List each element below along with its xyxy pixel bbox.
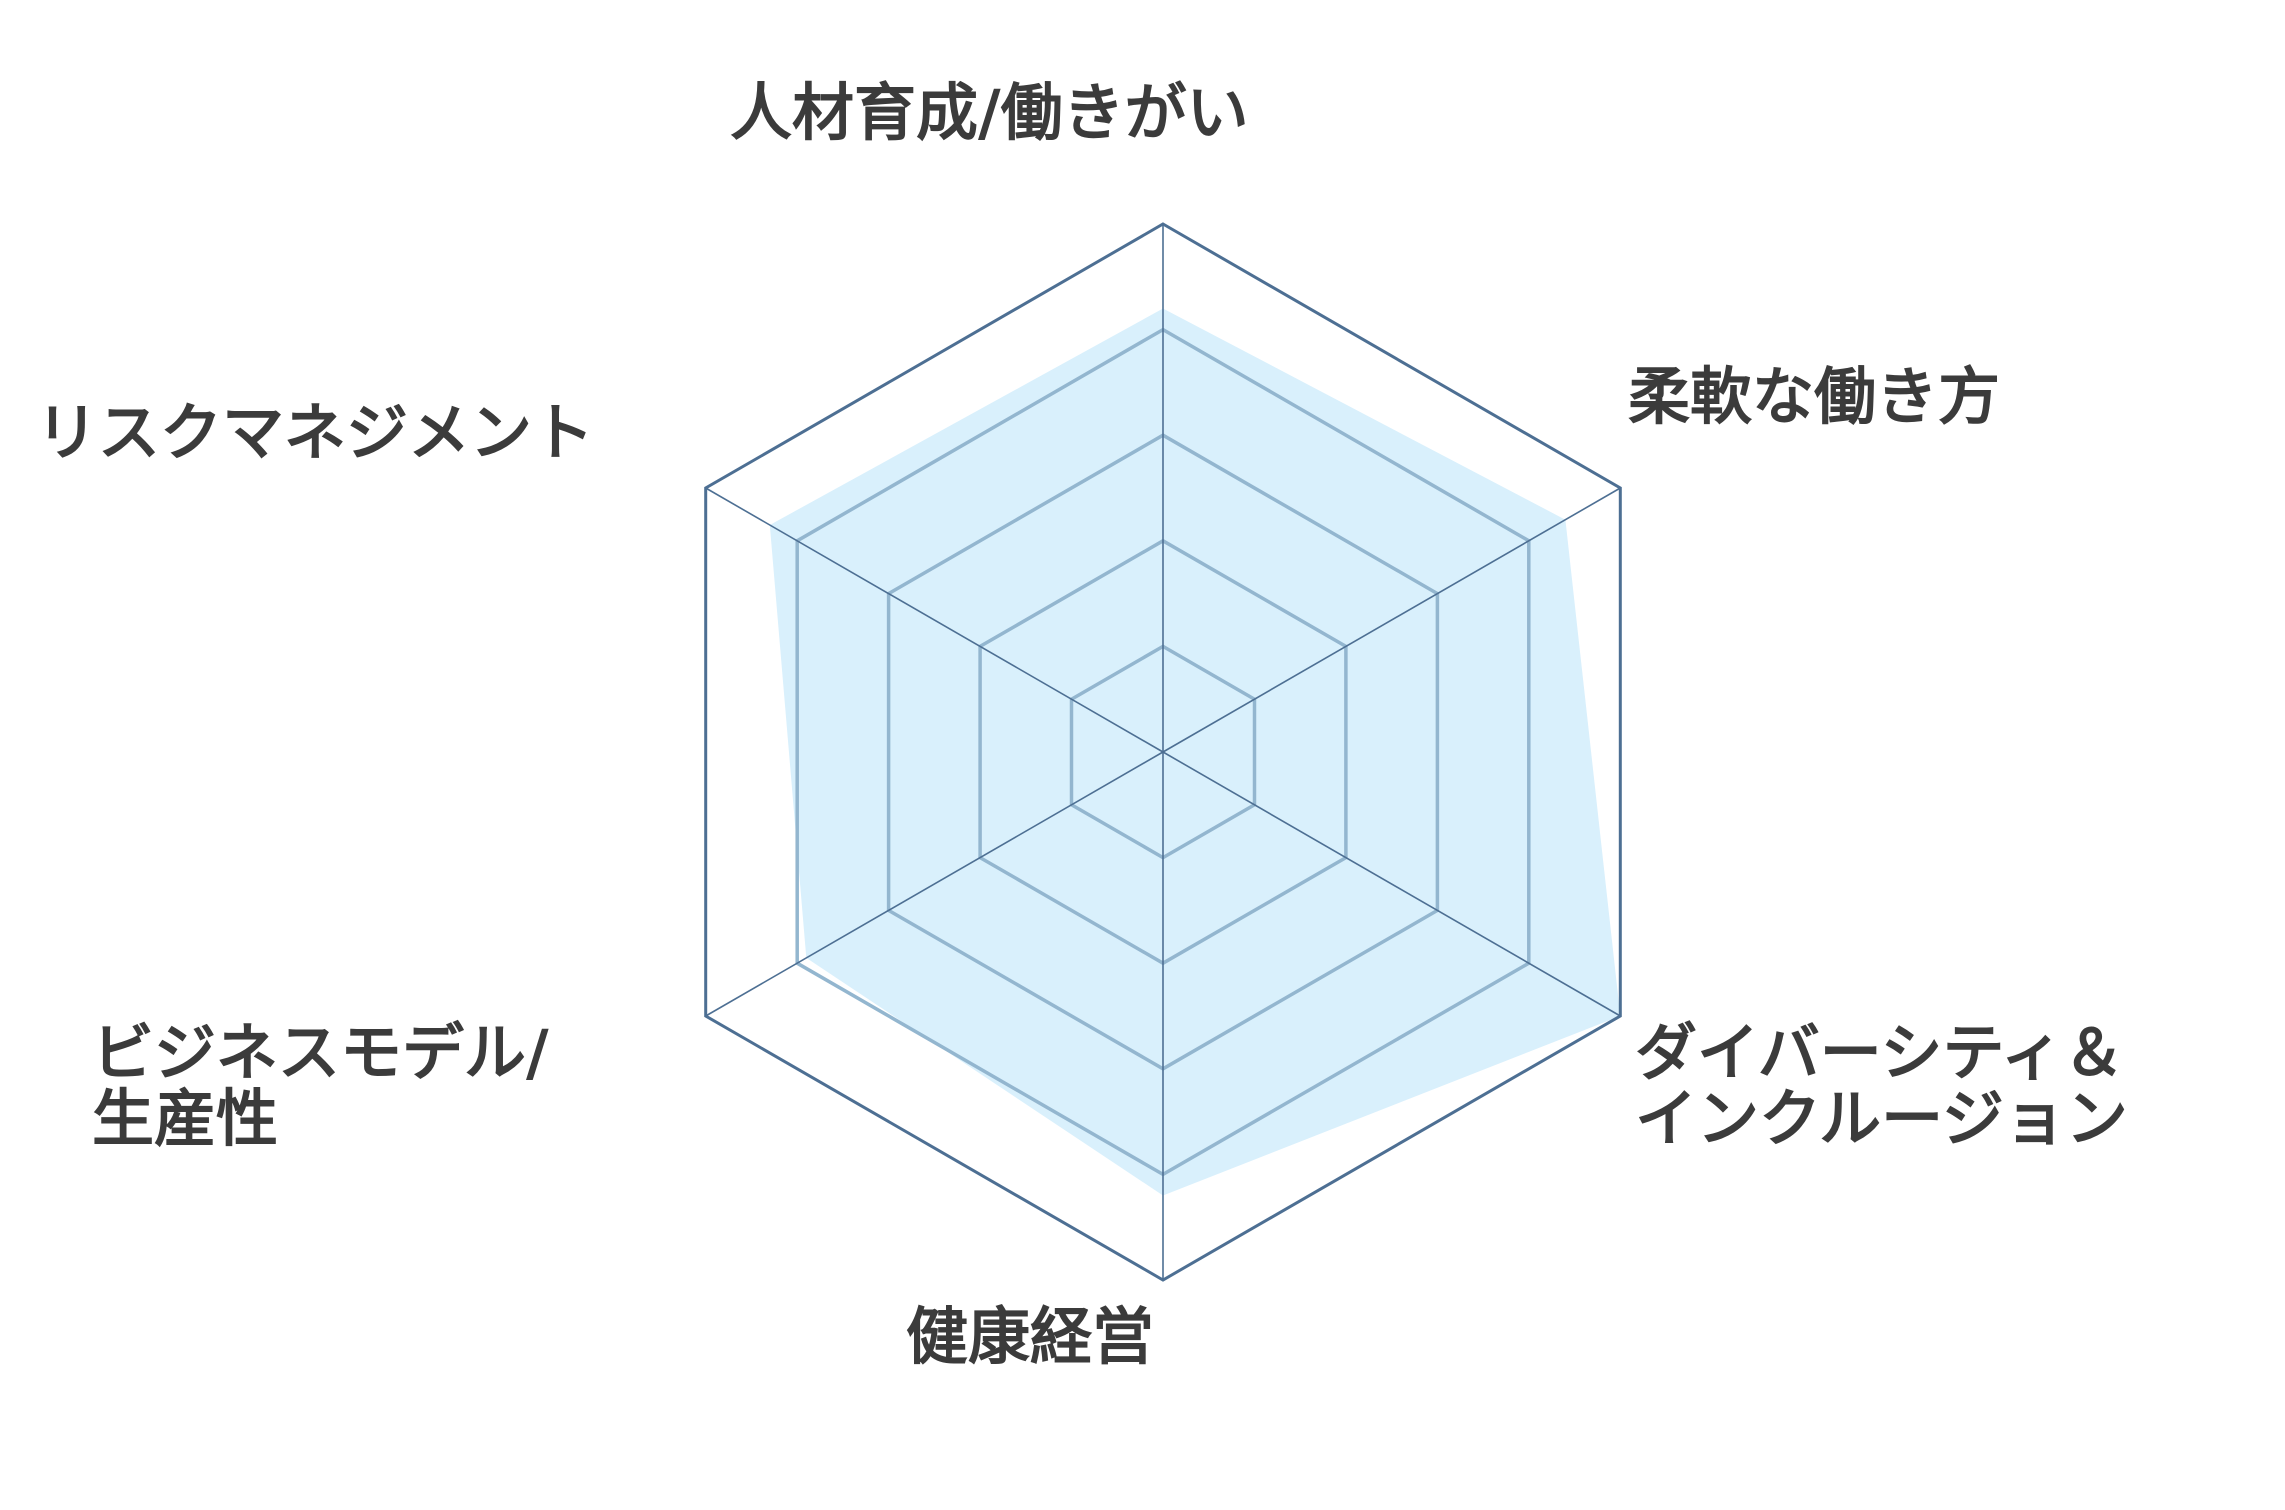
series-area-layer xyxy=(769,308,1621,1196)
axis-spoke-1 xyxy=(1162,487,1621,753)
axis-spoke-2 xyxy=(1162,751,1621,1017)
axis-label-flexible-work: 柔軟な働き方 xyxy=(1628,360,2001,433)
axis-label-health-management: 健康経営 xyxy=(906,1300,1155,1373)
axis-spokes-layer xyxy=(705,224,1621,1280)
axis-spoke-4 xyxy=(705,751,1164,1017)
axis-label-human-capital: 人材育成/働きがい xyxy=(730,76,1249,149)
axis-label-diversity-inclusion: ダイバーシティ＆ インクルージョン xyxy=(1635,1016,2128,1155)
axis-label-business-model-productivity: ビジネスモデル/ 生産性 xyxy=(92,1016,549,1155)
series-area-0 xyxy=(769,308,1621,1196)
axis-spoke-5 xyxy=(705,487,1164,753)
axis-label-risk-management: リスクマネジメント xyxy=(36,396,595,469)
